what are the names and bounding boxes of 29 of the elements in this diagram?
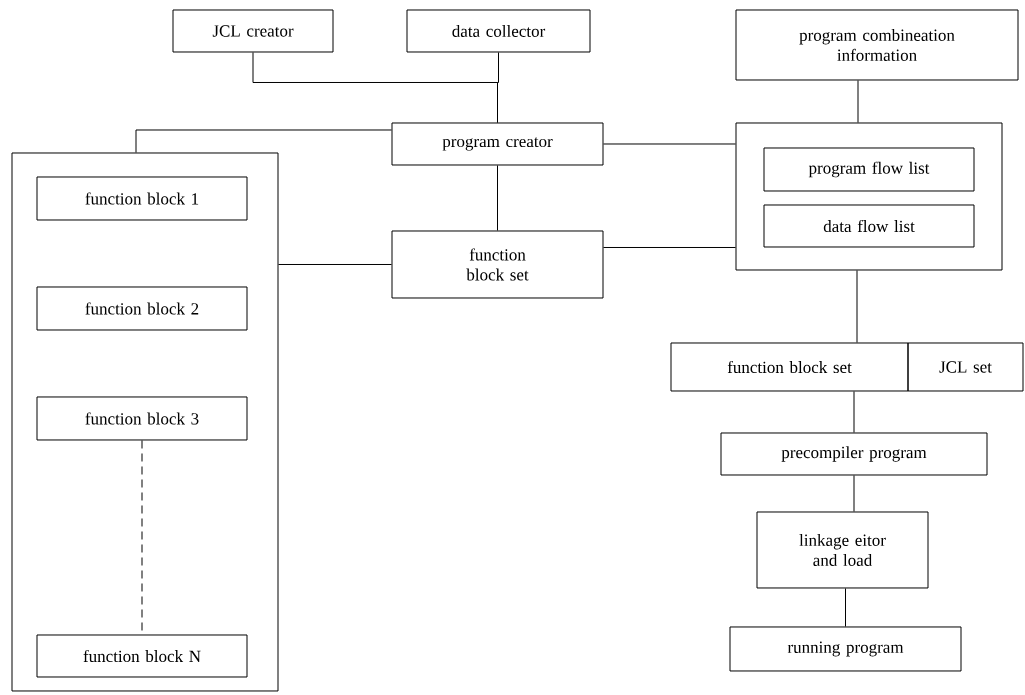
connector-line — [278, 264, 392, 265]
process-box: function block 3 — [36, 396, 248, 441]
process-box: JCL creator — [172, 9, 334, 53]
process-box: program combineation information — [735, 9, 1019, 81]
process-box: data collector — [406, 9, 591, 53]
process-box: function block 1 — [36, 176, 248, 221]
connector-line — [603, 143, 736, 145]
container-box — [11, 152, 279, 692]
connector-line — [845, 588, 846, 627]
connector-line — [853, 475, 855, 512]
process-box: function block 2 — [36, 286, 248, 331]
process-box: program creator — [391, 122, 604, 166]
connector-line — [497, 165, 498, 231]
connector-line — [857, 80, 859, 123]
process-box: running program — [729, 626, 962, 672]
connector-line — [135, 129, 392, 153]
process-box: JCL set — [907, 342, 1024, 392]
connector-line — [603, 247, 736, 248]
process-box: function block set — [670, 342, 909, 392]
process-box: program flow list — [763, 147, 975, 192]
connector-line — [856, 270, 858, 343]
connector-line — [497, 52, 499, 123]
container-box — [735, 122, 1003, 271]
process-box: linkage eitor and load — [756, 511, 929, 589]
connector-line — [853, 391, 855, 433]
process-box: function block N — [36, 634, 248, 678]
process-box: precompiler program — [720, 432, 988, 476]
process-box: function block set — [391, 230, 604, 299]
process-box: data flow list — [763, 204, 975, 248]
